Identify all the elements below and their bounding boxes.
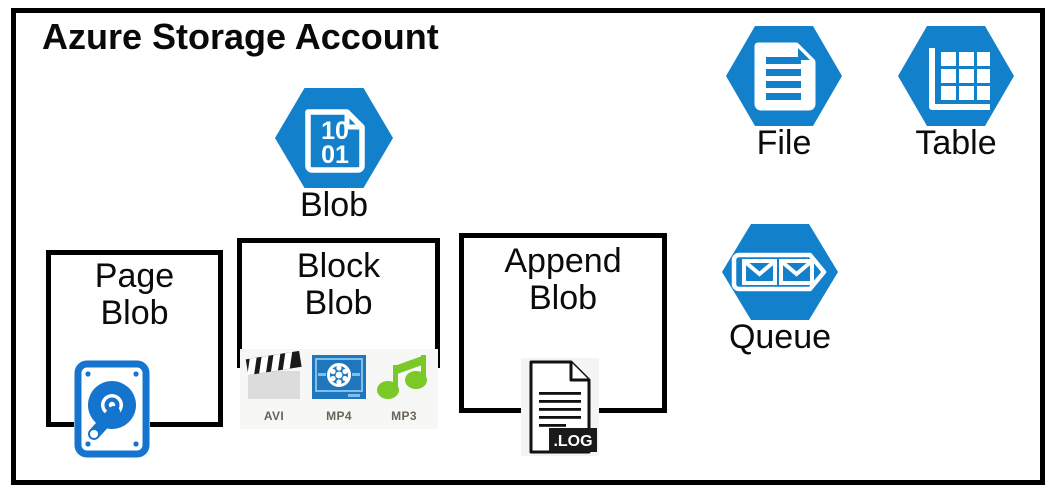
blob-icon-digits-bottom: 01 (321, 141, 349, 169)
append-blob-label: Append Blob (504, 242, 622, 317)
log-badge-text: .LOG (553, 433, 592, 450)
service-label-queue: Queue (728, 318, 832, 356)
media-caption-avi: AVI (263, 409, 285, 423)
media-item-avi: AVI (243, 350, 305, 423)
log-document-icon: .LOG (521, 358, 599, 456)
blob-binary-document-hexagon-icon: 10 01 (275, 86, 393, 190)
table-grid-hexagon-icon (898, 24, 1014, 128)
page-blob-label: Page Blob (94, 257, 175, 332)
media-caption-mp3: MP3 (391, 409, 417, 423)
media-item-mp3: MP3 (373, 351, 435, 423)
hard-disk-drive-icon (74, 360, 150, 458)
music-note-icon (377, 355, 427, 399)
service-label-file: File (756, 124, 812, 162)
block-blob-label: Block Blob (296, 247, 381, 322)
service-tile-blob: 10 01 Blob (275, 86, 393, 224)
media-item-mp4: MP4 (308, 351, 370, 423)
service-tile-file: File (726, 24, 842, 162)
service-label-table: Table (915, 124, 997, 162)
service-tile-queue: Queue (722, 222, 838, 356)
video-reel-icon (312, 355, 366, 399)
service-tile-table: Table (898, 24, 1014, 162)
file-document-hexagon-icon (726, 24, 842, 128)
page-title: Azure Storage Account (42, 16, 439, 57)
service-label-blob: Blob (299, 186, 369, 224)
media-files-icon: AVI MP4 (240, 349, 438, 429)
film-clapperboard-icon (245, 350, 302, 399)
blob-icon-digits-top: 10 (321, 117, 349, 145)
media-caption-mp4: MP4 (326, 409, 352, 423)
queue-envelopes-hexagon-icon (722, 222, 838, 322)
